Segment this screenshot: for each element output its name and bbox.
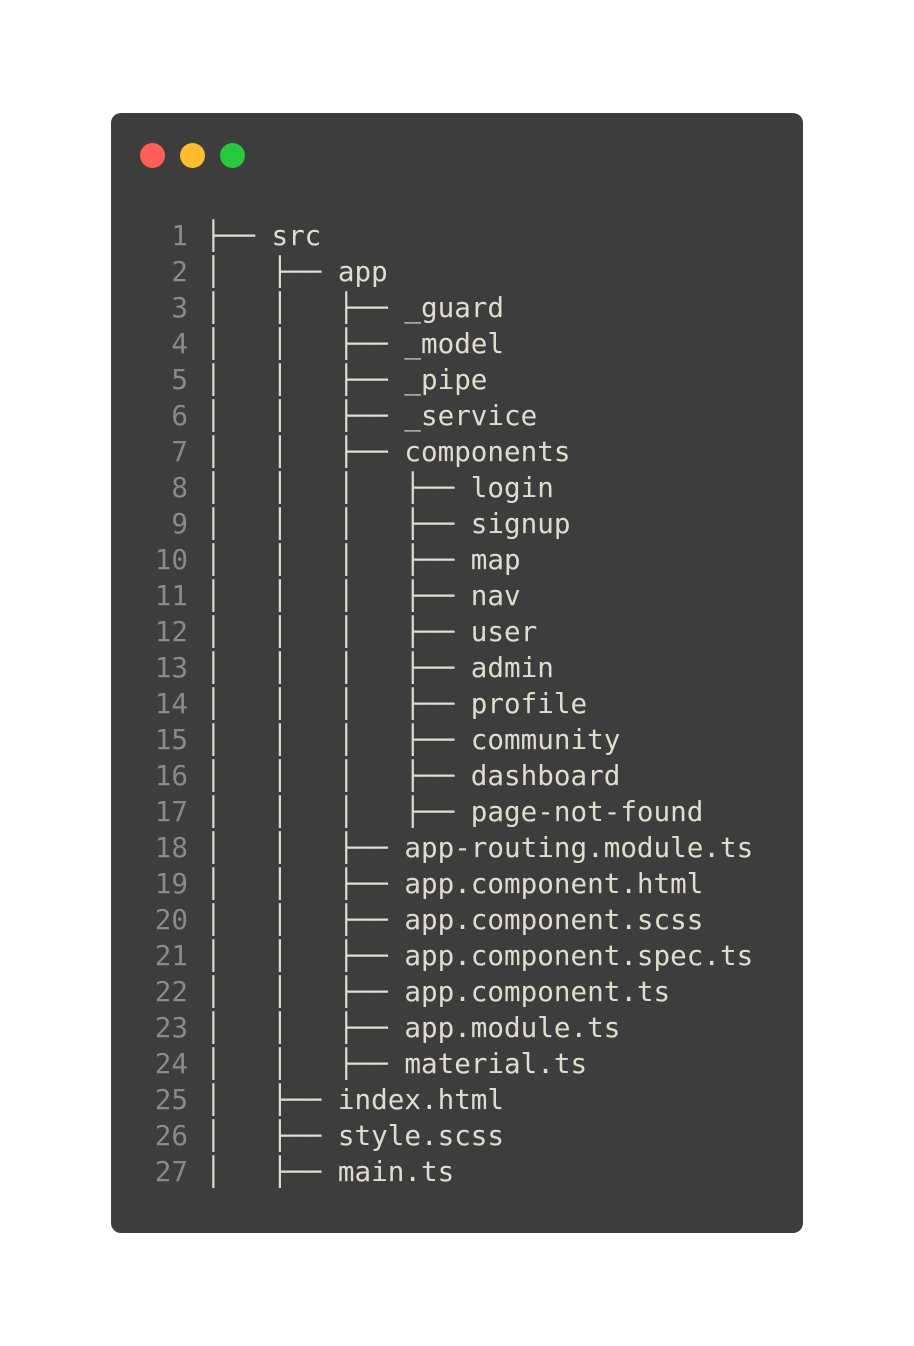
tree-entry: │ ├── app <box>205 254 388 288</box>
line-number: 4 <box>171 326 188 360</box>
code-line: 20 │ │ ├── app.component.scss <box>111 901 803 937</box>
line-number: 16 <box>154 758 188 792</box>
line-number: 18 <box>154 830 188 864</box>
tree-entry: │ │ │ ├── admin <box>205 650 554 684</box>
tree-entry: │ ├── style.scss <box>205 1118 505 1152</box>
code-line: 26 │ ├── style.scss <box>111 1117 803 1153</box>
code-line: 24 │ │ ├── material.ts <box>111 1045 803 1081</box>
code-line: 25 │ ├── index.html <box>111 1081 803 1117</box>
line-number: 10 <box>154 542 188 576</box>
tree-entry: │ │ │ ├── user <box>205 614 538 648</box>
code-line: 19 │ │ ├── app.component.html <box>111 865 803 901</box>
line-number: 13 <box>154 650 188 684</box>
tree-entry: │ ├── index.html <box>205 1082 505 1116</box>
line-number: 11 <box>154 578 188 612</box>
tree-entry: │ │ │ ├── nav <box>205 578 521 612</box>
code-line: 23 │ │ ├── app.module.ts <box>111 1009 803 1045</box>
tree-entry: │ │ ├── app.component.scss <box>205 902 704 936</box>
code-block: 1 ├── src 2 │ ├── app 3 │ │ ├── _guard 4 │ │ ├─… <box>111 217 803 1189</box>
code-line: 13 │ │ │ ├── admin <box>111 649 803 685</box>
tree-entry: │ │ │ ├── map <box>205 542 521 576</box>
tree-entry: │ │ │ ├── dashboard <box>205 758 621 792</box>
code-line: 16 │ │ │ ├── dashboard <box>111 757 803 793</box>
tree-entry: │ │ ├── _model <box>205 326 505 360</box>
tree-entry: │ │ ├── app.component.ts <box>205 974 671 1008</box>
code-line: 14 │ │ │ ├── profile <box>111 685 803 721</box>
tree-entry: │ │ │ ├── page-not-found <box>205 794 704 828</box>
line-number: 23 <box>154 1010 188 1044</box>
code-line: 11 │ │ │ ├── nav <box>111 577 803 613</box>
tree-entry: │ │ ├── app.component.html <box>205 866 704 900</box>
maximize-button[interactable] <box>220 143 245 168</box>
code-line: 5 │ │ ├── _pipe <box>111 361 803 397</box>
line-number: 6 <box>171 398 188 432</box>
tree-entry: │ │ │ ├── signup <box>205 506 571 540</box>
tree-entry: │ │ ├── _pipe <box>205 362 488 396</box>
code-line: 15 │ │ │ ├── community <box>111 721 803 757</box>
tree-entry: │ │ ├── _service <box>205 398 538 432</box>
close-button[interactable] <box>140 143 165 168</box>
tree-entry: │ │ │ ├── login <box>205 470 554 504</box>
tree-entry: │ ├── main.ts <box>205 1154 455 1188</box>
tree-entry: │ │ ├── material.ts <box>205 1046 588 1080</box>
tree-entry: │ │ ├── app-routing.module.ts <box>205 830 754 864</box>
line-number: 3 <box>171 290 188 324</box>
line-number: 12 <box>154 614 188 648</box>
tree-entry: │ │ ├── app.component.spec.ts <box>205 938 754 972</box>
line-number: 20 <box>154 902 188 936</box>
tree-entry: │ │ ├── app.module.ts <box>205 1010 621 1044</box>
line-number: 26 <box>154 1118 188 1152</box>
minimize-button[interactable] <box>180 143 205 168</box>
code-window: 1 ├── src 2 │ ├── app 3 │ │ ├── _guard 4 │ │ ├─… <box>111 113 803 1233</box>
line-number: 22 <box>154 974 188 1008</box>
line-number: 2 <box>171 254 188 288</box>
code-line: 10 │ │ │ ├── map <box>111 541 803 577</box>
line-number: 14 <box>154 686 188 720</box>
code-line: 9 │ │ │ ├── signup <box>111 505 803 541</box>
tree-entry: ├── src <box>205 218 322 252</box>
tree-entry: │ │ │ ├── profile <box>205 686 588 720</box>
code-line: 21 │ │ ├── app.component.spec.ts <box>111 937 803 973</box>
line-number: 7 <box>171 434 188 468</box>
code-line: 2 │ ├── app <box>111 253 803 289</box>
line-number: 15 <box>154 722 188 756</box>
line-number: 21 <box>154 938 188 972</box>
code-line: 6 │ │ ├── _service <box>111 397 803 433</box>
code-line: 27 │ ├── main.ts <box>111 1153 803 1189</box>
code-line: 17 │ │ │ ├── page-not-found <box>111 793 803 829</box>
line-number: 8 <box>171 470 188 504</box>
code-line: 7 │ │ ├── components <box>111 433 803 469</box>
line-number: 17 <box>154 794 188 828</box>
line-number: 1 <box>171 218 188 252</box>
code-line: 3 │ │ ├── _guard <box>111 289 803 325</box>
line-number: 25 <box>154 1082 188 1116</box>
line-number: 24 <box>154 1046 188 1080</box>
code-line: 8 │ │ │ ├── login <box>111 469 803 505</box>
code-line: 4 │ │ ├── _model <box>111 325 803 361</box>
code-line: 22 │ │ ├── app.component.ts <box>111 973 803 1009</box>
tree-entry: │ │ │ ├── community <box>205 722 621 756</box>
line-number: 9 <box>171 506 188 540</box>
tree-entry: │ │ ├── _guard <box>205 290 505 324</box>
line-number: 27 <box>154 1154 188 1188</box>
code-line: 12 │ │ │ ├── user <box>111 613 803 649</box>
tree-entry: │ │ ├── components <box>205 434 571 468</box>
line-number: 19 <box>154 866 188 900</box>
line-number: 5 <box>171 362 188 396</box>
code-line: 1 ├── src <box>111 217 803 253</box>
code-line: 18 │ │ ├── app-routing.module.ts <box>111 829 803 865</box>
